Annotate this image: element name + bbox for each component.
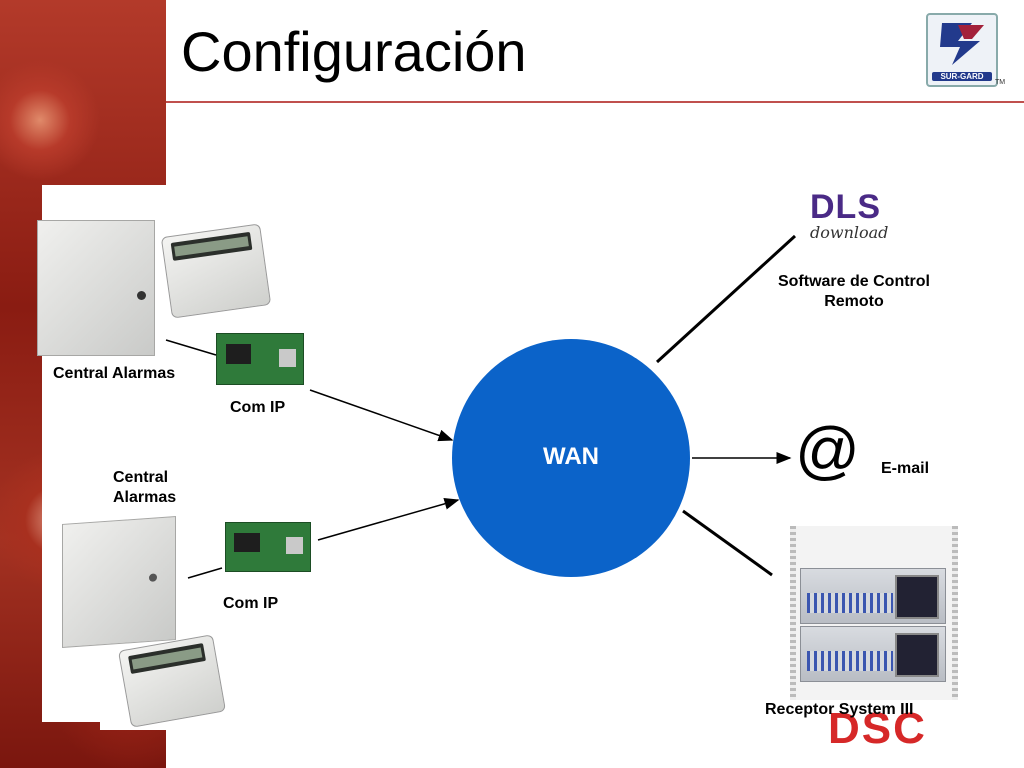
rack-post-right (952, 526, 958, 700)
title-divider (166, 101, 1024, 103)
download-logo-text: download (810, 223, 889, 242)
cabinet-to-comip-line-2 (187, 567, 223, 579)
dsc-logo: DSC (828, 704, 927, 753)
surgard-logo: SUR-GARD (926, 13, 998, 87)
software-label: Software de Control Remoto (777, 273, 930, 310)
wan-to-software-line (655, 234, 797, 364)
dls-download-logo: DLS download (810, 188, 889, 260)
receptor-unit-1 (800, 568, 946, 624)
wan-label: WAN (543, 443, 599, 470)
email-at-icon: @ (795, 414, 860, 486)
central-alarmas-label-1: Central Alarmas (53, 365, 176, 382)
slide-title: Configuración (181, 20, 527, 83)
com-ip-label-1: Com IP (230, 399, 286, 416)
comip-1-to-wan-arrow (309, 389, 454, 442)
comip-2-to-wan-arrow (317, 497, 460, 541)
receptor-unit-2 (800, 626, 946, 682)
surgard-emblem-icon (940, 23, 984, 65)
surgard-logo-text: SUR-GARD (932, 72, 992, 81)
cabinet-lock-icon (137, 291, 146, 300)
dls-logo-text: DLS (810, 188, 881, 226)
wan-to-receptor-line (682, 509, 773, 577)
com-ip-board-2 (225, 522, 311, 572)
com-ip-label-2: Com IP (223, 595, 279, 612)
receptor-rack (790, 526, 958, 700)
trademark-mark: TM (995, 79, 1006, 86)
receptor-label: Receptor System III (765, 701, 914, 718)
email-label: E-mail (881, 460, 930, 477)
wan-hub (452, 339, 690, 577)
com-ip-board-1 (216, 333, 304, 385)
rack-post-left (790, 526, 796, 700)
central-alarmas-label-2: Central Alarmas (113, 469, 177, 506)
alarm-panel-cabinet-1 (37, 220, 155, 356)
cabinet-to-comip-line-1 (165, 339, 217, 356)
